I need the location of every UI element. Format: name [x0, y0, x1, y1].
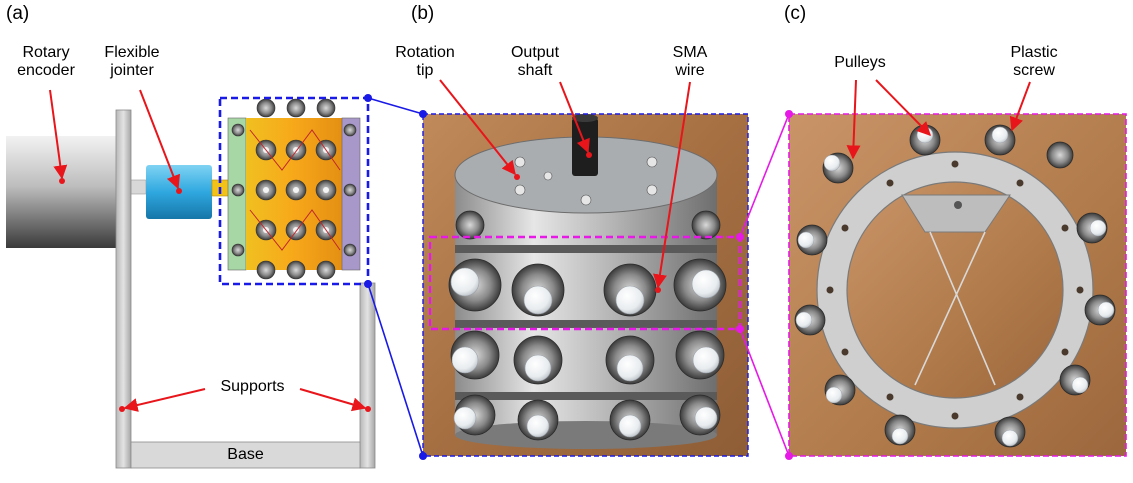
label-rotary-encoder: Rotary encoder	[17, 44, 75, 79]
pulley-caps-b	[448, 210, 727, 441]
left-support	[115, 109, 132, 469]
panel-a	[6, 96, 376, 469]
rotary-encoder-body	[6, 136, 116, 248]
pulley-ring	[794, 124, 1116, 448]
zoom-box-b	[428, 235, 742, 331]
zoom-connectors	[364, 94, 793, 460]
right-support	[359, 282, 376, 469]
label-plastic-screw: Plastic screw	[1010, 44, 1058, 79]
label-rotation-tip: Rotation tip	[395, 44, 455, 79]
zoom-box-a	[218, 96, 370, 286]
panel-a-tag: (a)	[6, 3, 30, 24]
pointer-arrows	[49, 79, 1031, 412]
panel-b-tag: (b)	[411, 3, 435, 24]
panel-c-tag: (c)	[784, 3, 807, 24]
label-pulleys: Pulleys	[834, 54, 886, 71]
actuator-photo	[448, 114, 727, 449]
label-supports: Supports	[220, 378, 285, 395]
panel-c	[788, 113, 1127, 457]
panel-b	[422, 113, 749, 457]
actuator-side-view	[227, 98, 361, 280]
zoom-box-c	[788, 113, 1127, 457]
label-flexible-jointer: Flexible jointer	[104, 44, 160, 79]
label-output-shaft: Output shaft	[510, 44, 560, 79]
label-sma-wire: SMA wire	[672, 44, 708, 79]
zoom-box-b-frame	[422, 113, 749, 457]
label-base: Base	[227, 446, 264, 463]
base-plate	[130, 441, 361, 469]
